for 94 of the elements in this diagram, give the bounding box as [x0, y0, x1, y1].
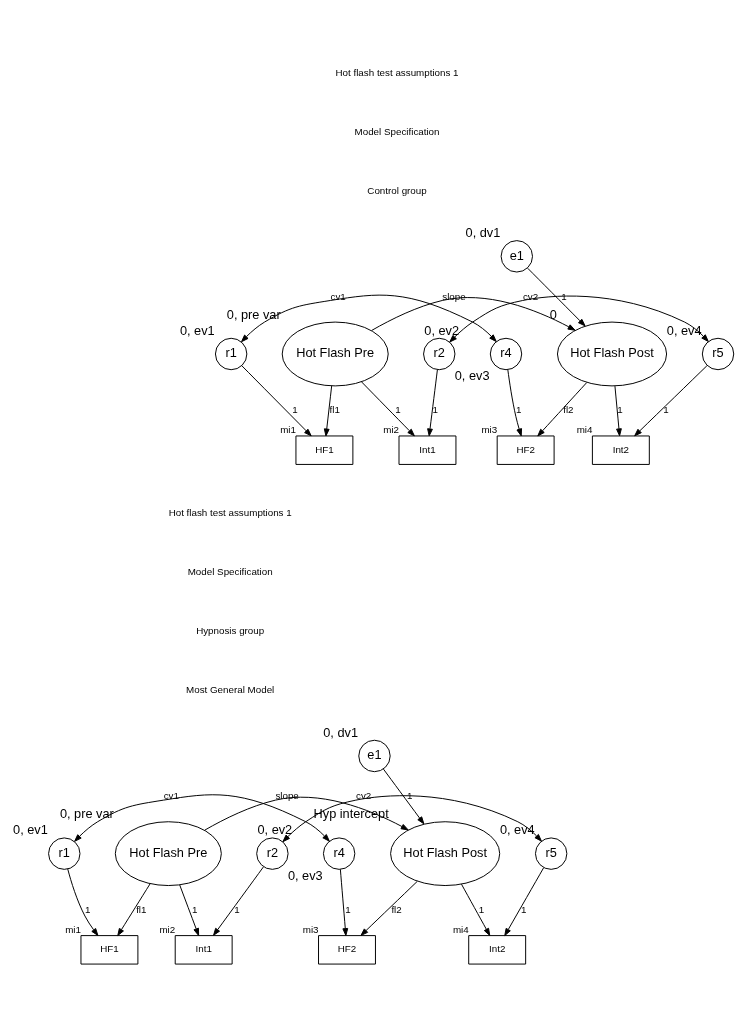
arrow — [427, 369, 438, 437]
node-box: Int2 — [468, 935, 527, 965]
edge-label: cv1 — [163, 790, 179, 802]
arrow — [634, 365, 708, 437]
edge-label: slope — [442, 290, 466, 302]
arrow — [339, 868, 349, 936]
node-box: Int1 — [174, 935, 233, 965]
node-box: HF2 — [318, 935, 376, 965]
node-box: Int1 — [398, 435, 457, 465]
edge-label: 1 — [292, 404, 298, 416]
node-circle: e1 — [358, 739, 391, 773]
node-label: 0, pre var — [226, 306, 281, 322]
label: Most General Model — [186, 684, 275, 696]
label: Hot flash test assumptions 1 — [335, 66, 459, 78]
edge-label: 1 — [345, 904, 351, 916]
arrow — [527, 267, 586, 327]
arrow — [241, 365, 312, 437]
edge-label: cv2 — [522, 290, 539, 302]
arrow — [382, 768, 425, 825]
node-box: HF1 — [295, 435, 354, 465]
arrow — [117, 883, 151, 936]
node-circle: r1 — [48, 837, 81, 870]
edge-label: cv1 — [330, 290, 346, 302]
node-label: 0, dv1 — [323, 724, 358, 740]
node-label: 0, pre var — [59, 806, 114, 822]
arrow — [360, 880, 418, 936]
label: Hypnosis group — [196, 625, 265, 637]
node-label: 0, ev1 — [179, 322, 215, 338]
node-label: 0, ev2 — [424, 322, 460, 338]
node-label: mi4 — [576, 424, 593, 436]
node-label: mi4 — [452, 923, 469, 935]
node-circle: r2 — [256, 837, 289, 870]
edge-label: cv2 — [356, 790, 372, 802]
arrow — [537, 382, 588, 437]
node-label: 0, ev3 — [287, 867, 323, 883]
label: Hot flash test assumptions 1 — [168, 507, 292, 519]
edge-label: 1 — [478, 904, 485, 916]
label: Model Specification — [354, 125, 440, 137]
node-label: 0 — [549, 306, 557, 322]
edge-label: 1 — [234, 904, 240, 916]
label: Model Specification — [187, 566, 273, 578]
node-label: 0, dv1 — [465, 225, 501, 241]
arrow — [74, 794, 330, 842]
node-circle: r4 — [489, 337, 523, 371]
node-circle: r4 — [322, 837, 356, 870]
node-circle: r2 — [423, 337, 456, 371]
arrow — [361, 381, 415, 437]
node-box: Int2 — [591, 435, 650, 465]
node-box: HF1 — [80, 935, 139, 965]
node-label: mi2 — [159, 923, 176, 935]
label: Control group — [367, 184, 427, 196]
edge-label: 1 — [520, 904, 527, 916]
arrow — [241, 294, 497, 343]
node-label: 0, ev2 — [257, 822, 293, 838]
arrow — [449, 295, 709, 343]
node-label: 0, ev1 — [13, 822, 48, 838]
arrow — [323, 385, 333, 437]
edge-label: fl2 — [391, 904, 402, 916]
node-label: mi3 — [302, 923, 319, 935]
edge-label: 1 — [663, 404, 669, 416]
edge-label: 1 — [516, 404, 522, 416]
arrow — [67, 868, 99, 936]
arrow — [213, 866, 264, 936]
edge-label: 1 — [432, 404, 439, 416]
arrow — [204, 796, 409, 831]
node-box: HF2 — [496, 435, 555, 465]
arrow — [507, 369, 523, 437]
node-circle: r5 — [701, 337, 735, 371]
node-label: mi1 — [65, 923, 82, 935]
edge-label: fl1 — [329, 404, 340, 416]
node-label: 0, ev3 — [454, 367, 490, 383]
edge-label: 1 — [561, 290, 567, 302]
edge-label: 1 — [192, 904, 198, 916]
edge-label: 1 — [617, 404, 623, 416]
arrow — [614, 385, 622, 437]
arrow — [179, 884, 200, 936]
edge-label: fl1 — [136, 904, 147, 916]
arrow — [504, 867, 545, 937]
edge-label: fl2 — [563, 404, 574, 416]
arrow — [460, 883, 491, 936]
node-ellipse: Hot Flash Pre — [281, 321, 389, 387]
node-circle: r5 — [534, 837, 568, 870]
edge-label: 1 — [407, 790, 413, 802]
arrow — [282, 795, 542, 843]
node-label: mi3 — [481, 424, 498, 436]
edge-label: 1 — [85, 904, 91, 916]
node-ellipse: Hot Flash Pre — [114, 821, 222, 887]
node-label: mi2 — [383, 424, 400, 436]
arrow — [371, 297, 576, 331]
node-label: mi1 — [280, 424, 296, 436]
edge-label: 1 — [395, 404, 401, 416]
node-circle: e1 — [500, 240, 533, 273]
node-circle: r1 — [214, 337, 248, 371]
node-label: 0, ev4 — [499, 822, 535, 838]
